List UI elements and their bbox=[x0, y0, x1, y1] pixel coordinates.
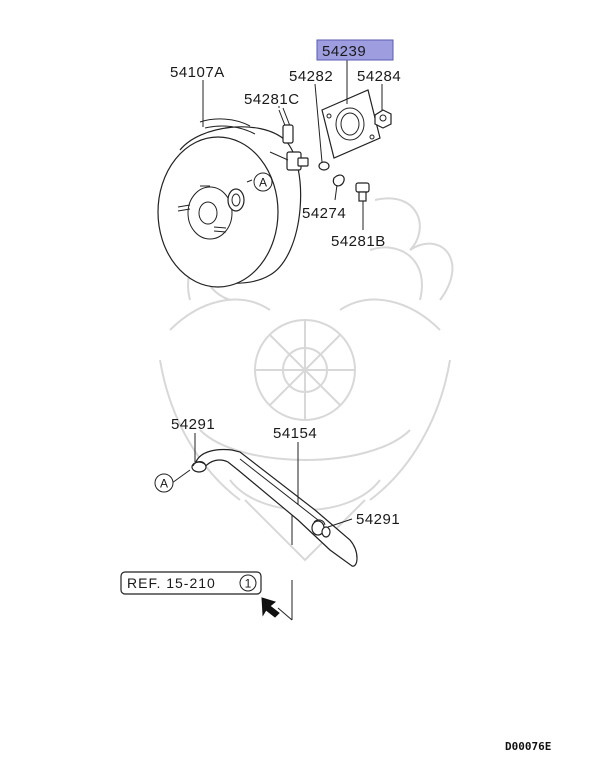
part-54274-label[interactable]: 54274 bbox=[302, 205, 346, 222]
part-54291-right-label[interactable]: 54291 bbox=[356, 511, 400, 528]
part-54281c-label[interactable]: 54281C bbox=[244, 91, 300, 108]
arrow-icon bbox=[261, 597, 280, 618]
ref-a-lower-label: A bbox=[160, 477, 168, 491]
reference-box[interactable]: REF. 15-210 1 bbox=[120, 571, 262, 595]
leader-lines-upper bbox=[202, 60, 383, 230]
part-54154-label[interactable]: 54154 bbox=[273, 425, 317, 442]
ref-a-upper-marker: A bbox=[253, 172, 273, 192]
part-54291-left-label[interactable]: 54291 bbox=[171, 416, 215, 433]
part-54239-label[interactable]: 54239 bbox=[322, 43, 366, 60]
check-valve-icon bbox=[269, 107, 309, 171]
reference-label: REF. 15-210 bbox=[127, 575, 216, 591]
diagram-code: D00076E bbox=[505, 740, 551, 753]
brake-booster-icon bbox=[157, 118, 302, 288]
highlight-box bbox=[316, 39, 394, 61]
gasket-plate-icon bbox=[318, 89, 381, 171]
bolt-icon bbox=[355, 182, 370, 202]
part-54107a-label[interactable]: 54107A bbox=[170, 64, 225, 81]
leader-lines-lower bbox=[171, 433, 353, 621]
part-54281b-label[interactable]: 54281B bbox=[331, 233, 386, 250]
ref-a-upper-label: A bbox=[259, 176, 267, 190]
part-54284-label[interactable]: 54284 bbox=[357, 68, 401, 85]
seal-icon bbox=[332, 174, 345, 187]
ref-a-lower-marker: A bbox=[154, 473, 174, 493]
nut-icon bbox=[374, 109, 392, 129]
vacuum-hose-icon bbox=[191, 448, 358, 567]
part-54282-label[interactable]: 54282 bbox=[289, 68, 333, 85]
reference-circled-number: 1 bbox=[245, 577, 252, 591]
